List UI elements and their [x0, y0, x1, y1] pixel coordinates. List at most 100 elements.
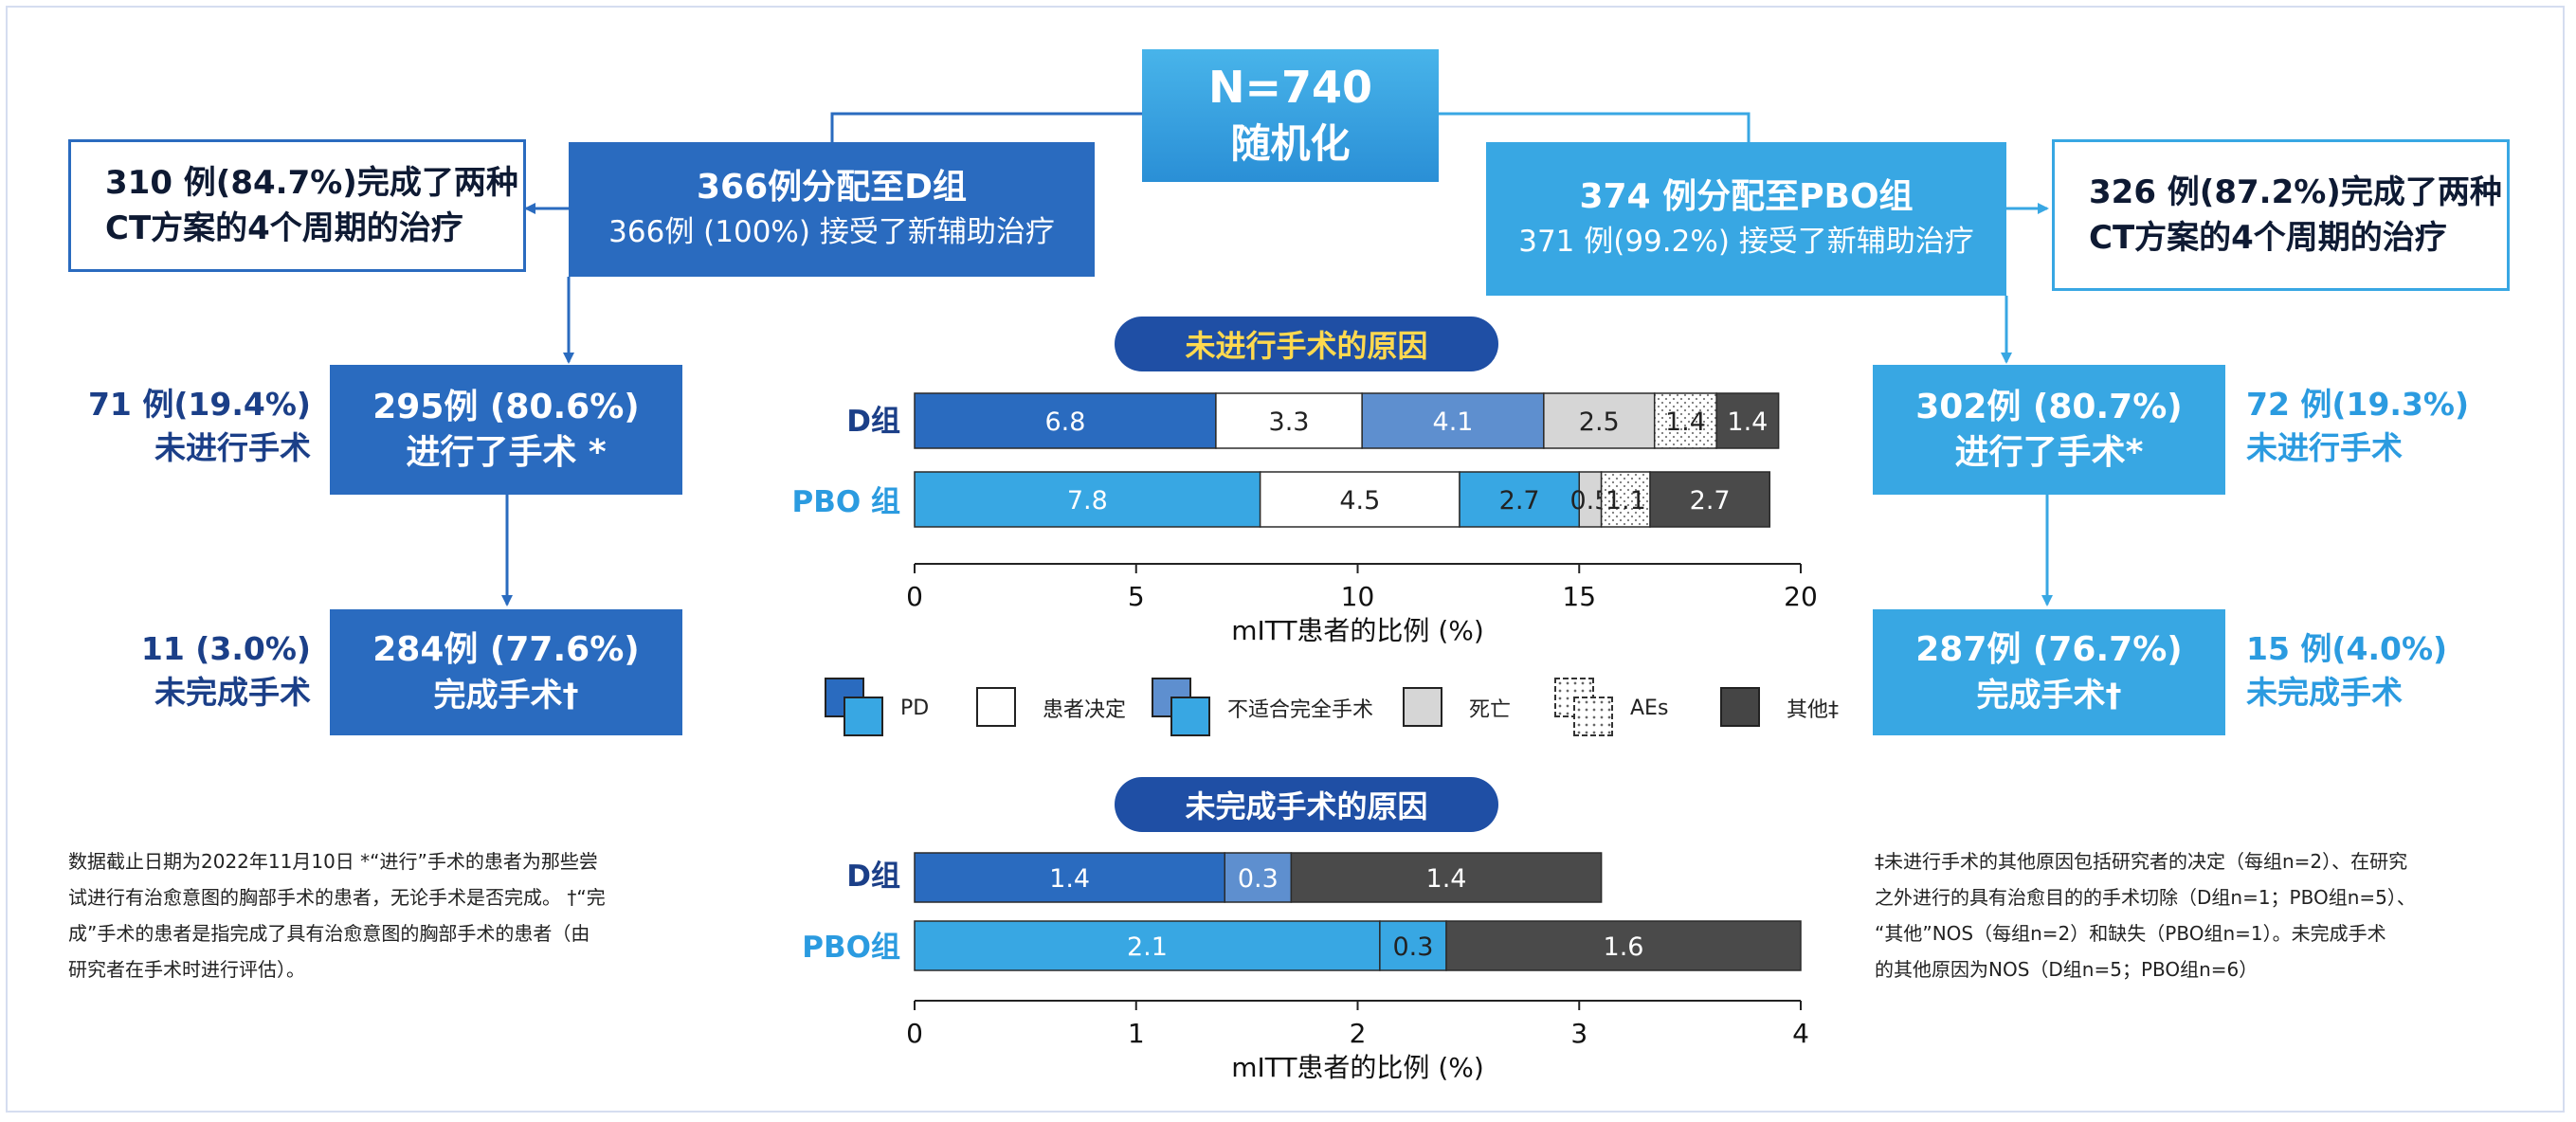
- pbo-incomplete-count: 15 例(4.0%): [2246, 630, 2448, 667]
- pbo-complete-label: 完成手术†: [1976, 676, 2122, 715]
- d-incomplete: 11 (3.0%) 未完成手术: [57, 627, 311, 715]
- bar-segment-AEs-PBO 组: [1600, 471, 1651, 528]
- bar-segment-AEs-D组: [1653, 392, 1717, 449]
- x-tick-label: 0: [906, 1018, 923, 1049]
- pbo-completed-ct-line2: CT方案的4个周期的治疗: [2089, 219, 2447, 257]
- connector-d-branch: [501, 203, 574, 606]
- d-allocation-box: 366例分配至D组 366例 (100%) 接受了新辅助治疗: [569, 142, 1095, 277]
- bar-data-label: 1.4: [1665, 407, 1706, 437]
- d-incomplete-label: 未完成手术: [154, 674, 311, 711]
- footnote-left-line: 研究者在手术时进行评估）。: [68, 958, 305, 981]
- pbo-completed-ct-line1: 326 例(87.2%)完成了两种: [2089, 173, 2502, 211]
- pbo-complete-count: 287例 (76.7%): [1915, 629, 2183, 669]
- connector-top-right: [1439, 112, 1751, 142]
- footnote-right-line: ‡未进行手术的其他原因包括研究者的决定（每组n=2）、在研究: [1875, 850, 2408, 873]
- d-surgery-count: 295例 (80.6%): [372, 387, 640, 426]
- bar-data-label: 3.3: [1269, 407, 1310, 437]
- d-complete-box: 284例 (77.6%) 完成手术†: [330, 609, 682, 735]
- chart2-row-label-pbo: PBO组: [802, 931, 900, 965]
- pbo-allocation-title: 374 例分配至PBO组: [1579, 177, 1914, 216]
- footnote-right-line: “其他”NOS（每组n=2）和缺失（PBO组n=1）。未完成手术: [1875, 922, 2386, 945]
- bar-segment-PD-D组: [914, 392, 1217, 449]
- pbo-allocation-box: 374 例分配至PBO组 371 例(99.2%) 接受了新辅助治疗: [1486, 142, 2006, 296]
- x-tick-label: 4: [1792, 1018, 1809, 1049]
- d-complete-count: 284例 (77.6%): [372, 629, 640, 669]
- d-completed-ct-line1: 310 例(84.7%)完成了两种: [105, 164, 518, 202]
- bar-data-label: 6.8: [1044, 407, 1085, 437]
- pbo-surgery-count: 302例 (80.7%): [1915, 387, 2183, 426]
- reasons-incomplete-pill: 未完成手术的原因: [1115, 777, 1498, 832]
- reasons-no-surgery-pill: 未进行手术的原因: [1115, 317, 1498, 371]
- legend-swatch-icon: [1554, 678, 1615, 738]
- bar-data-label: 2.5: [1579, 407, 1620, 437]
- d-surgery-label: 进行了手术 *: [406, 432, 607, 472]
- bar-data-label: 1.1: [1605, 486, 1646, 516]
- bar-segment-其他‡-D组: [1290, 852, 1603, 903]
- legend-item: 死亡: [1393, 678, 1511, 738]
- d-completed-ct-box: 310 例(84.7%)完成了两种 CT方案的4个周期的治疗: [68, 139, 526, 272]
- pbo-no-surgery: 72 例(19.3%) 未进行手术: [2246, 383, 2531, 470]
- total-n: N=740: [1207, 62, 1373, 113]
- chart1-row-label-d: D组: [846, 405, 900, 439]
- bar-segment-不适合完全手术-D组: [1224, 852, 1293, 903]
- footnote-right-line: 之外进行的具有治愈目的的手术切除（D组n=1；PBO组n=5）、: [1875, 886, 2416, 909]
- legend-swatch-icon: [1711, 678, 1771, 738]
- randomization-box: N=740 随机化: [1142, 49, 1439, 182]
- legend-label: AEs: [1630, 696, 1669, 720]
- bar-data-label: 2.7: [1499, 486, 1540, 516]
- bar-segment-不适合完全手术-PBO组: [1379, 920, 1447, 971]
- legend-swatch-icon: [1152, 678, 1212, 738]
- pbo-no-surgery-count: 72 例(19.3%): [2246, 386, 2470, 423]
- bar-segment-不适合完全手术-PBO 组: [1459, 471, 1581, 528]
- footnote-left-line: 数据截止日期为2022年11月10日 *“进行”手术的患者为那些尝: [68, 850, 598, 873]
- legend-swatch-icon: [1393, 678, 1454, 738]
- pbo-allocation-sub: 371 例(99.2%) 接受了新辅助治疗: [1518, 225, 1974, 259]
- pbo-complete-box: 287例 (76.7%) 完成手术†: [1873, 609, 2225, 735]
- bar-data-label: 1.4: [1727, 407, 1768, 437]
- d-allocation-sub: 366例 (100%) 接受了新辅助治疗: [608, 215, 1055, 249]
- footnote-left-line: 试进行有治愈意图的胸部手术的患者，无论手术是否完成。 †“完: [68, 886, 606, 909]
- legend-label: 不适合完全手术: [1227, 698, 1374, 722]
- bar-segment-PD-PBO 组: [914, 471, 1261, 528]
- footnote-right-line: 的其他原因为NOS（D组n=5；PBO组n=6）: [1875, 958, 2259, 981]
- chart2-row-label-d: D组: [846, 860, 900, 894]
- bar-segment-其他‡-PBO组: [1445, 920, 1802, 971]
- legend-label: 其他‡: [1787, 698, 1840, 722]
- footnote-left-line: 成”手术的患者是指完成了具有治愈意图的胸部手术的患者（由: [68, 922, 590, 945]
- x-tick-label: 3: [1570, 1018, 1587, 1049]
- x-tick-label: 5: [1128, 581, 1145, 612]
- d-surgery-box: 295例 (80.6%) 进行了手术 *: [330, 365, 682, 495]
- bar-data-label: 2.7: [1690, 486, 1731, 516]
- legend-item: 其他‡: [1711, 678, 1839, 738]
- bar-data-label: 4.5: [1339, 486, 1380, 516]
- legend-item: 不适合完全手术: [1152, 678, 1373, 738]
- legend-item: AEs: [1554, 678, 1668, 738]
- legend-item: PD: [825, 678, 929, 738]
- pbo-surgery-label: 进行了手术*: [1954, 432, 2144, 472]
- connector-top-left: [830, 112, 1142, 142]
- bar-data-label: 7.8: [1067, 486, 1108, 516]
- bar-segment-其他‡-PBO 组: [1649, 471, 1771, 528]
- d-no-surgery-count: 71 例(19.4%): [87, 386, 311, 423]
- bar-segment-其他‡-D组: [1715, 392, 1780, 449]
- bar-data-label: 2.1: [1127, 932, 1168, 962]
- pbo-incomplete: 15 例(4.0%) 未完成手术: [2246, 627, 2531, 715]
- x-tick-label: 10: [1341, 581, 1375, 612]
- footnote-right: ‡未进行手术的其他原因包括研究者的决定（每组n=2）、在研究 之外进行的具有治愈…: [1875, 843, 2538, 987]
- pbo-surgery-box: 302例 (80.7%) 进行了手术*: [1873, 365, 2225, 495]
- d-no-surgery: 71 例(19.4%) 未进行手术: [57, 383, 311, 470]
- x-tick-label: 1: [1128, 1018, 1145, 1049]
- outer-frame: [6, 6, 2565, 1113]
- d-complete-label: 完成手术†: [433, 676, 579, 715]
- d-incomplete-count: 11 (3.0%): [140, 630, 311, 667]
- d-no-surgery-label: 未进行手术: [154, 429, 311, 466]
- bar-segment-患者决定-D组: [1215, 392, 1363, 449]
- x-tick-label: 0: [906, 581, 923, 612]
- bar-data-label: 1.6: [1604, 932, 1644, 962]
- pbo-incomplete-label: 未完成手术: [2246, 674, 2403, 711]
- pbo-completed-ct-box: 326 例(87.2%)完成了两种 CT方案的4个周期的治疗: [2052, 139, 2510, 291]
- legend-label: PD: [900, 696, 930, 720]
- legend-label: 死亡: [1469, 698, 1512, 722]
